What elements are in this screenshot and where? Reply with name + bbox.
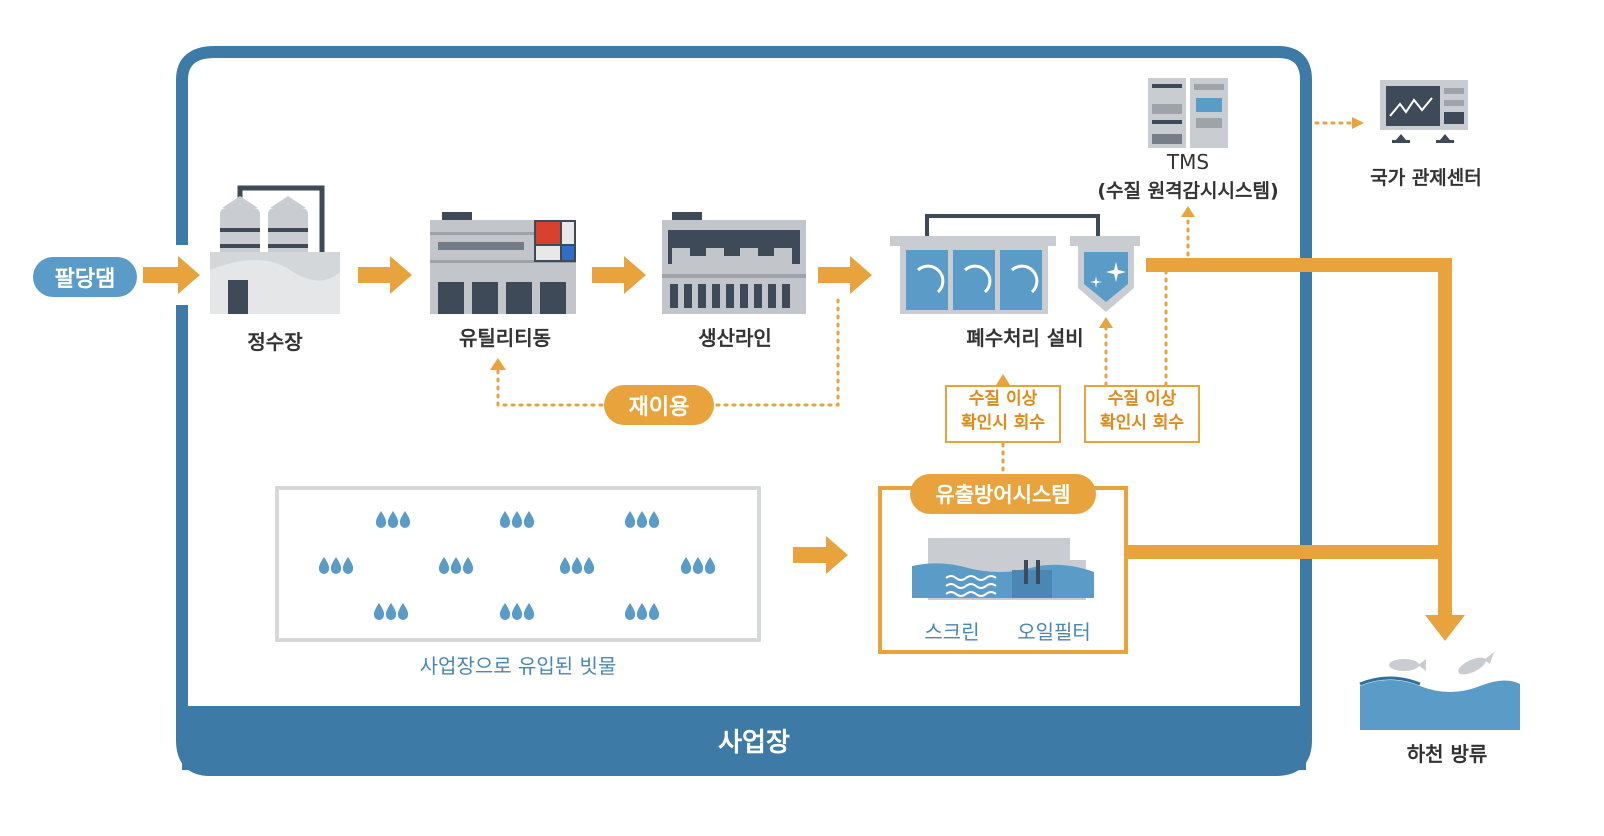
water-purification-icon — [210, 185, 340, 314]
rain-drop — [399, 511, 411, 528]
recovery-note-1-line1: 수질 이상 — [968, 389, 1038, 409]
oil-filter-label: 오일필터 — [1017, 620, 1091, 644]
rain-drop — [373, 603, 385, 620]
rain-drop — [692, 557, 704, 574]
site-frame — [176, 46, 1312, 776]
screen-label: 스크린 — [924, 620, 980, 644]
river-icon — [1359, 652, 1520, 730]
production-line-icon — [662, 212, 806, 314]
rain-drop — [583, 557, 595, 574]
rainwater-area — [275, 486, 761, 642]
arrow-purification-to-utility — [358, 256, 412, 294]
rain-drop — [330, 557, 342, 574]
water-purification-label: 정수장 — [247, 330, 303, 354]
arrow-dam-to-purification — [143, 256, 200, 294]
recovery-note-1-line2: 확인시 회수 — [960, 413, 1046, 433]
utility-building-icon — [430, 212, 576, 314]
tms-title: TMS — [1166, 150, 1210, 174]
wastewater-facility-icon — [890, 214, 1140, 314]
production-line-label: 생산라인 — [698, 326, 772, 350]
reuse-pill: 재이용 — [604, 385, 714, 425]
rain-drop — [559, 557, 571, 574]
recovery-note-1: 수질 이상 확인시 회수 — [945, 385, 1061, 443]
source-pill: 팔당댐 — [33, 257, 137, 297]
utility-building-label: 유틸리티동 — [459, 326, 551, 350]
rain-drop — [571, 557, 583, 574]
rain-drop — [511, 603, 523, 620]
arrow-to-river — [1425, 615, 1465, 641]
arrowhead-reuse-up — [490, 358, 506, 370]
recovery-note-2-line2: 확인시 회수 — [1099, 413, 1185, 433]
spill-defense-system — [878, 486, 1128, 654]
flow-arrows — [143, 256, 872, 574]
rain-drop — [523, 603, 535, 620]
spill-system-label: 유출방어시스템 — [935, 483, 1071, 507]
rain-drop — [375, 511, 387, 528]
wastewater-facility-label: 폐수처리 설비 — [966, 326, 1084, 350]
recovery-note-2-line1: 수질 이상 — [1107, 389, 1177, 409]
discharge-lines — [1126, 258, 1465, 641]
tms-icon — [1148, 78, 1228, 148]
rain-drop — [648, 603, 660, 620]
rain-drop — [680, 557, 692, 574]
rain-drop — [387, 511, 399, 528]
rain-drop — [636, 511, 648, 528]
tms-subtitle: (수질 원격감시시스템) — [1097, 180, 1279, 202]
rain-drop — [397, 603, 409, 620]
rain-drop — [318, 557, 330, 574]
source-label: 팔당댐 — [54, 267, 116, 292]
rain-drop — [450, 557, 462, 574]
rain-drop — [523, 511, 535, 528]
rain-drop — [499, 511, 511, 528]
rain-drop — [438, 557, 450, 574]
rain-drop — [511, 511, 523, 528]
arrow-rain-to-spill — [793, 536, 848, 574]
reuse-label: 재이용 — [628, 395, 690, 420]
arrowhead-tms-up — [1181, 206, 1195, 217]
rain-drop — [462, 557, 474, 574]
rain-drop — [704, 557, 716, 574]
arrowhead-national — [1352, 117, 1364, 129]
rain-drop — [499, 603, 511, 620]
arrowhead-recover-1 — [996, 374, 1010, 385]
rain-drop — [636, 603, 648, 620]
rain-drop — [342, 557, 354, 574]
site-label: 사업장 — [718, 728, 790, 758]
rain-drop — [385, 603, 397, 620]
rain-drop — [624, 511, 636, 528]
recovery-note-2: 수질 이상 확인시 회수 — [1084, 385, 1200, 443]
spill-system-pill: 유출방어시스템 — [910, 474, 1096, 514]
arrow-production-to-wastewater — [818, 256, 872, 294]
arrowhead-recover-2 — [1099, 317, 1113, 328]
river-discharge-label: 하천 방류 — [1406, 742, 1488, 766]
rain-drop — [648, 511, 660, 528]
national-control-label: 국가 관제센터 — [1370, 167, 1482, 189]
national-control-center-icon — [1380, 80, 1468, 143]
rainwater-label: 사업장으로 유입된 빗물 — [419, 654, 617, 678]
arrow-utility-to-production — [592, 256, 646, 294]
rain-drop — [624, 603, 636, 620]
